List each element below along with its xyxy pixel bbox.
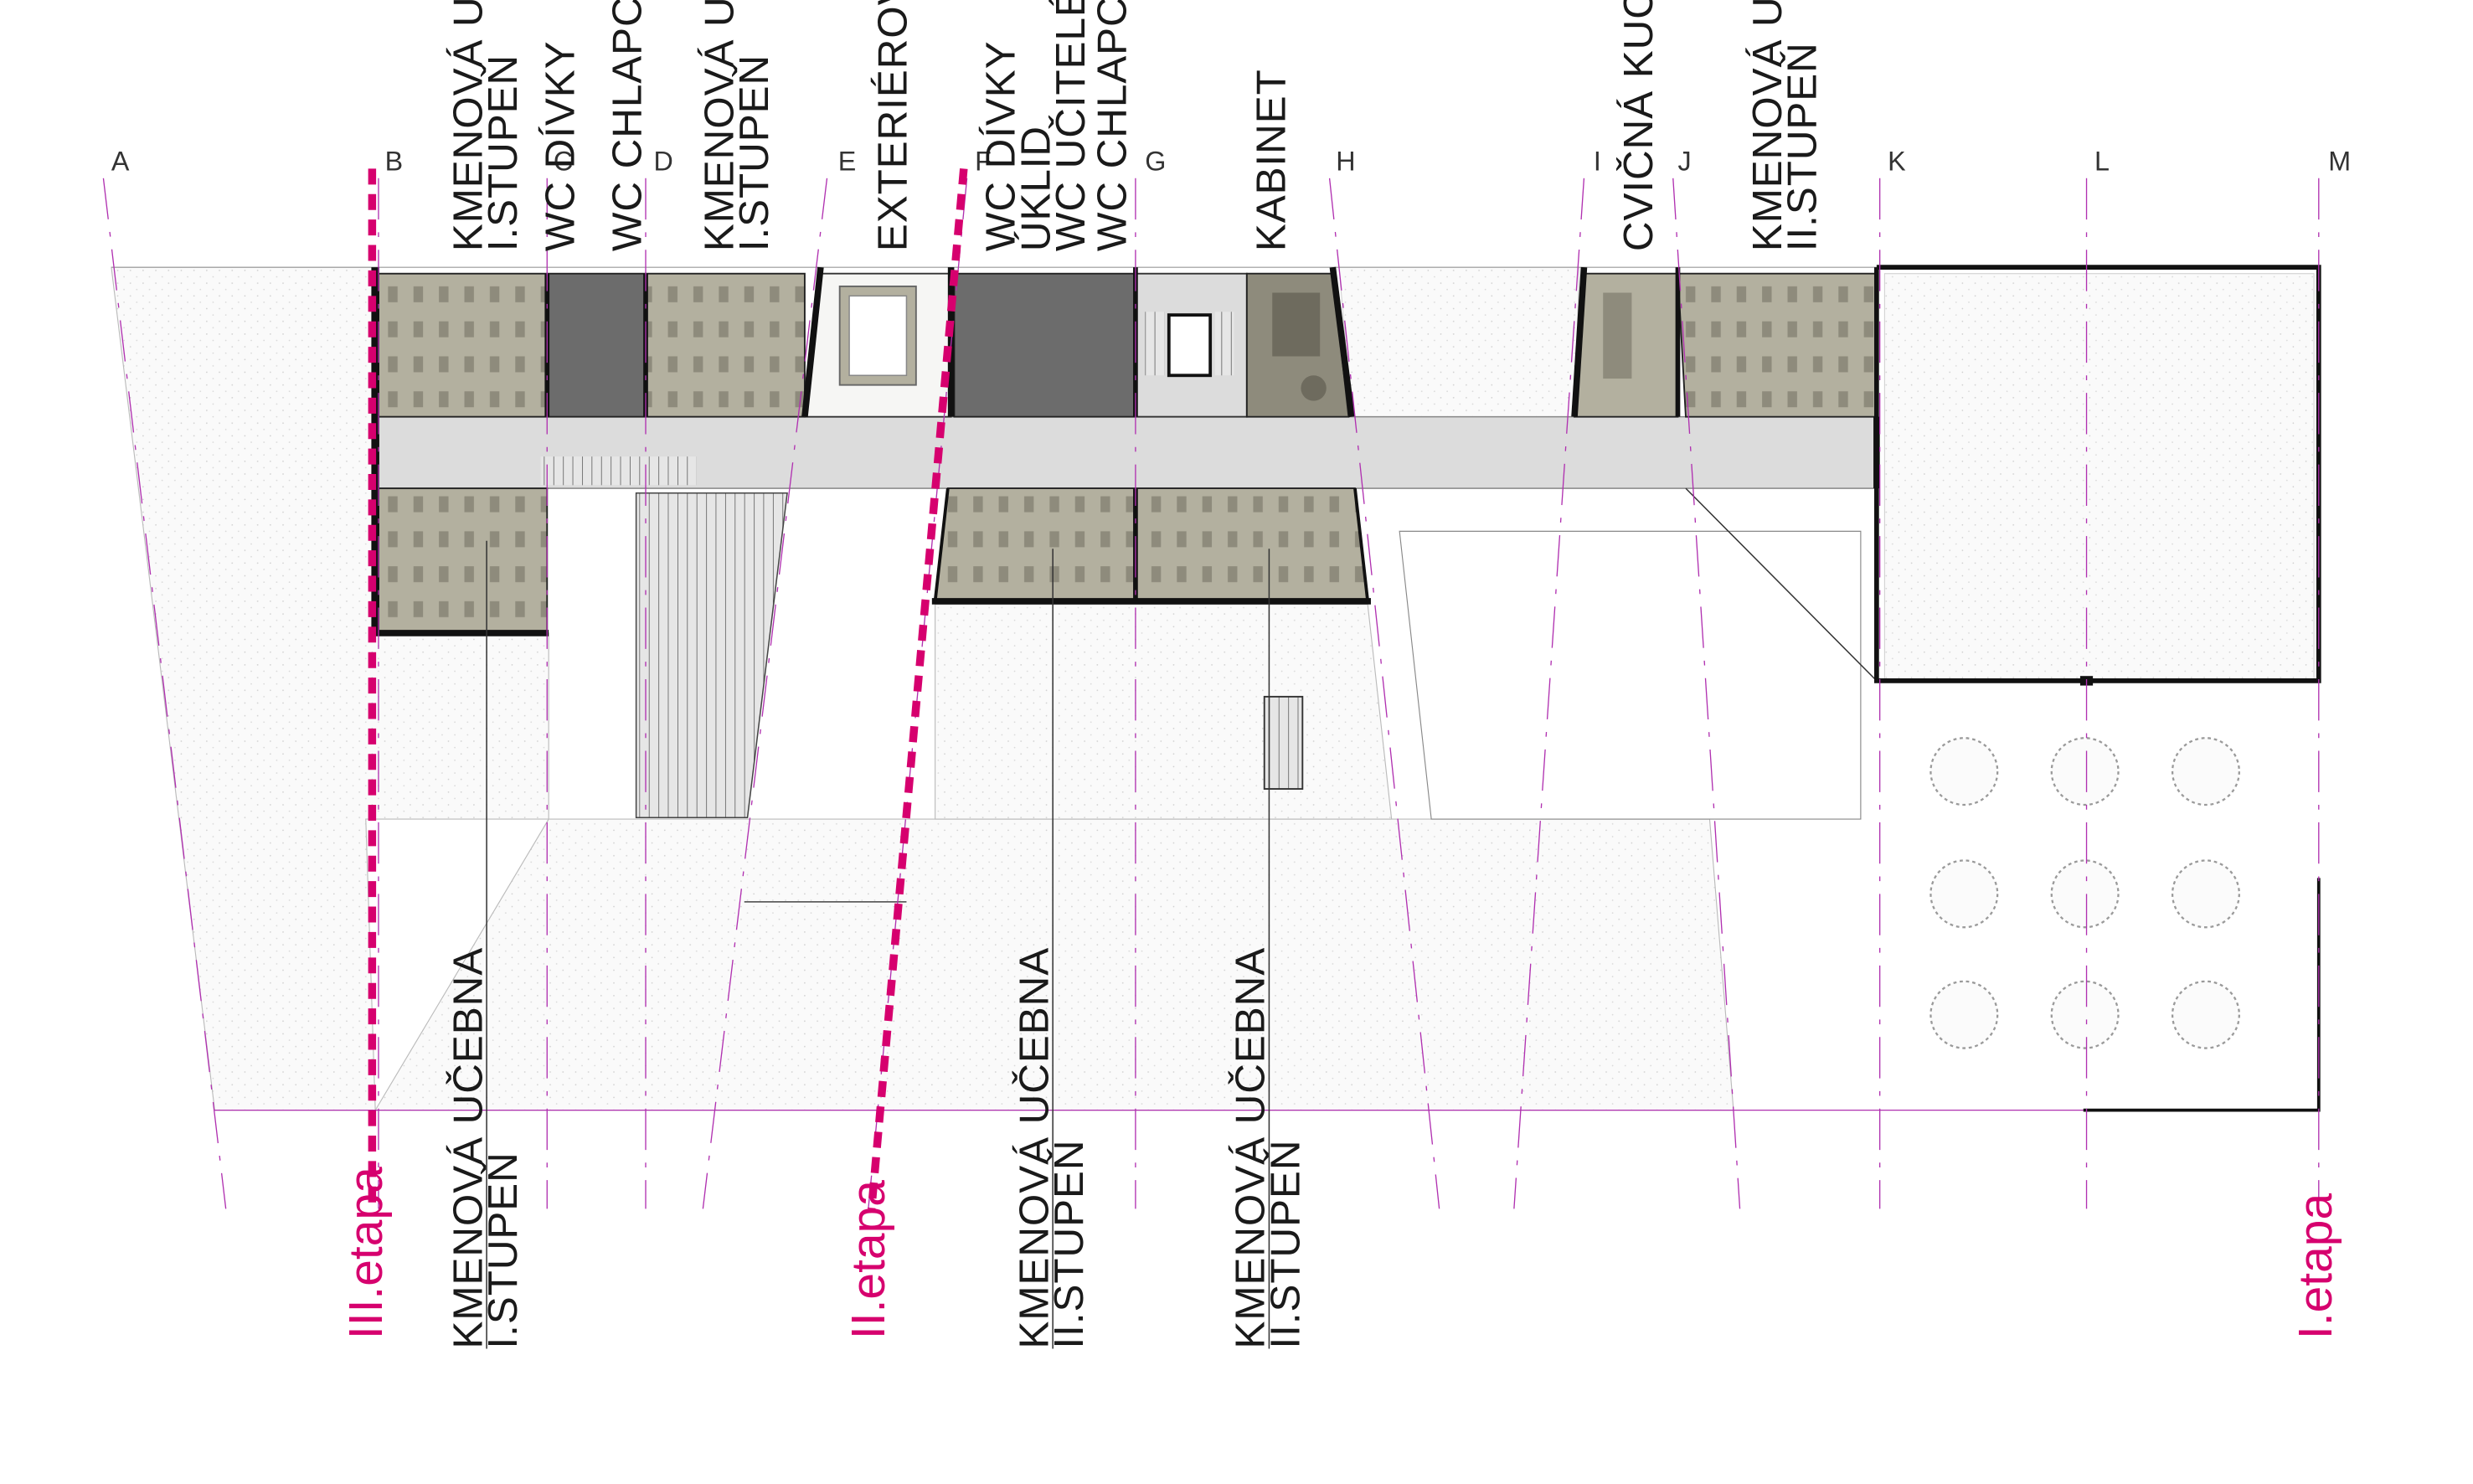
axis-label: E [838,146,857,176]
axis-label: C [554,146,573,176]
room-label: EXTERIÉROVÁ VÝUKA [869,0,915,251]
top-room-labels: KMENOVÁ UČEBNA I.STUPEŇ WC DÍVKY WC CHLA… [444,0,1825,251]
bottom-room-row [378,456,1878,903]
room-label: KMENOVÁ UČEBNA [444,947,491,1349]
room-label: KABINET [1248,69,1294,251]
phase-label-ii: II.etapa [842,1180,895,1339]
bottom-room-labels: KMENOVÁ UČEBNA I.STUPEŇ KMENOVÁ UČEBNA I… [444,947,1308,1349]
room-label: II.STUPEŇ [1046,1140,1092,1349]
trees [1929,737,2240,1049]
tree [1929,980,1999,1049]
tree [2050,859,2120,929]
room-label: ÚKLID [1012,126,1059,251]
axis-label: L [2094,146,2110,176]
tree [2171,980,2240,1049]
room-label: I.STUPEŇ [480,1152,526,1348]
axis-labels: A B C D E F G H I J K L M [111,146,2351,176]
axis-label: K [1888,146,1906,176]
room-label: CVIČNÁ KUCHYNĚ [1615,0,1662,251]
classroom-g-south [1134,487,1369,602]
phase-boundaries [368,167,968,1209]
classroom-b [378,272,549,418]
top-room-row [378,272,1878,418]
wc-block-f [953,272,1136,418]
leader-lines [486,540,1270,1349]
amphitheatre-steps [635,492,788,818]
phase-labels: III.etapa II.etapa I.etapa [339,1167,2342,1339]
tree [1929,737,1999,806]
room-label: KMENOVÁ UČEBNA [1744,0,1790,251]
axis-label: H [1336,146,1355,176]
room-label: I.STUPEŇ [731,54,777,251]
phase-label-iii: III.etapa [339,1167,393,1339]
outdoor-stair [540,456,697,486]
tree [2171,859,2240,929]
axis-label: G [1145,146,1166,176]
axis-label: B [385,146,404,176]
classroom-d [645,272,806,418]
room-label: WC DÍVKY [538,40,584,251]
south-stair [1263,695,1304,790]
axis-label: I [1594,146,1601,176]
tree [2050,737,2120,806]
room-label: WC CHLAPCI [1090,0,1136,251]
room-label: WC CHLAPCI [604,0,650,251]
axis-label: M [2328,146,2351,176]
tree [1929,859,1999,929]
room-label: KMENOVÁ UČEBNA [1227,947,1274,1349]
axis-label: A [111,146,130,176]
room-label: KMENOVÁ UČEBNA [444,0,491,251]
phase-label-i: I.etapa [2289,1193,2342,1340]
elevator [1167,313,1213,378]
room-label: I.STUPEŇ [480,54,526,251]
tree [2050,980,2120,1049]
room-label: II.STUPEŇ [1780,42,1826,251]
room-label: KMENOVÁ UČEBNA [1010,947,1057,1349]
classroom-j [1677,272,1878,418]
classroom-b-south [378,487,549,632]
room-label: KMENOVÁ UČEBNA [695,0,742,251]
axis-label: D [654,146,673,176]
phase-line-ii [867,167,968,1209]
tree [2171,737,2240,806]
axis-label: F [975,146,992,176]
axis-label: J [1677,146,1691,176]
classroom-f-south [934,487,1136,602]
room-label: II.STUPEŇ [1263,1140,1309,1349]
room-label: WC UČITELÉ [1047,0,1094,251]
room-label: WC DÍVKY [978,40,1024,251]
wc-girls-c [546,272,647,418]
